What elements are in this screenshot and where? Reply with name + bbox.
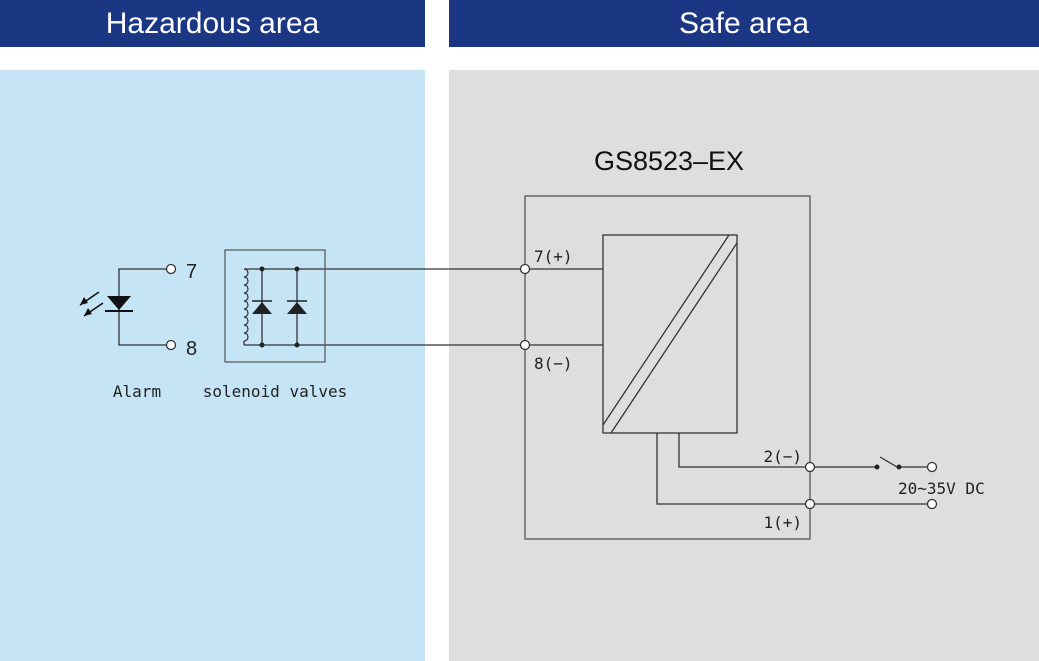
pin-8-node <box>165 339 177 351</box>
junction-dot <box>259 342 265 348</box>
terminal-7-node <box>519 263 531 275</box>
solenoid-valves-box <box>224 249 326 363</box>
wire-terminal-1 <box>656 433 805 505</box>
switch-contact <box>874 464 880 470</box>
junction-dot <box>259 266 265 272</box>
terminal-8-label: 8(−) <box>534 354 573 373</box>
terminal-1-label: 1(+) <box>763 513 802 532</box>
terminal-1-node <box>804 498 816 510</box>
led-icon <box>107 296 131 310</box>
pin-7-node <box>165 263 177 275</box>
hazardous-area-zone <box>0 70 425 661</box>
pin-7-label: 7 <box>186 261 197 283</box>
isolator-diagonal <box>610 242 738 434</box>
hazardous-area-header: Hazardous area <box>0 0 425 47</box>
supply-voltage-label: 20~35V DC <box>898 479 985 498</box>
device-model-label: GS8523–EX <box>594 146 744 176</box>
isolator-diagonal <box>602 234 730 426</box>
isolator-module <box>602 234 738 434</box>
switch-icon <box>879 456 898 468</box>
solenoid-valves-label: solenoid valves <box>203 382 348 401</box>
terminal-2-label: 2(−) <box>763 447 802 466</box>
terminal-2-node <box>804 461 816 473</box>
device-housing <box>524 195 811 540</box>
light-arrow-head <box>84 308 92 316</box>
solenoid-coil-icon <box>243 268 249 342</box>
alarm-wiring <box>118 268 166 346</box>
supply-negative-node <box>926 461 938 473</box>
diode-icon <box>287 302 307 314</box>
pin-8-label: 8 <box>186 338 197 360</box>
terminal-8-node <box>519 339 531 351</box>
alarm-label: Alarm <box>113 382 161 401</box>
wire-terminal-2 <box>678 433 805 468</box>
safe-area-zone <box>449 70 1039 661</box>
safe-area-header: Safe area <box>449 0 1039 47</box>
junction-dot <box>294 342 300 348</box>
light-arrow-head <box>80 297 88 305</box>
junction-dot <box>294 266 300 272</box>
supply-positive-node <box>926 498 938 510</box>
terminal-7-label: 7(+) <box>534 247 573 266</box>
diode-icon <box>252 302 272 314</box>
